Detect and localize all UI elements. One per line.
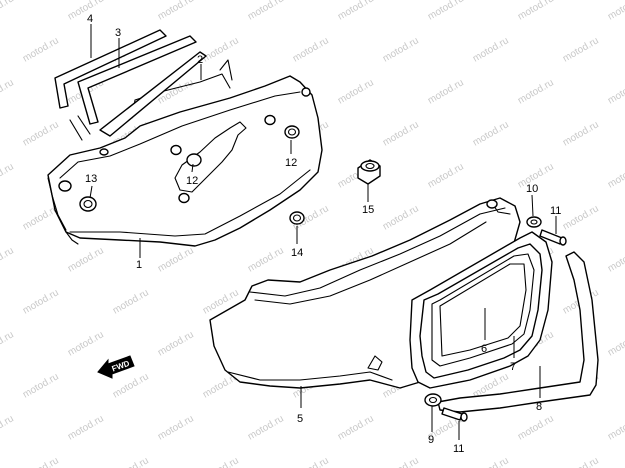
- watermark-text: motod.ru: [561, 35, 601, 64]
- watermark-text: motod.ru: [0, 77, 16, 106]
- callout-15: 15: [362, 204, 374, 216]
- watermark-text: motod.ru: [201, 455, 241, 468]
- callout-5: 5: [297, 413, 303, 425]
- grommet-15: [357, 159, 381, 185]
- watermark-text: motod.ru: [381, 203, 421, 232]
- watermark-text: motod.ru: [606, 77, 625, 106]
- callout-10: 10: [526, 183, 538, 195]
- watermark-text: motod.ru: [561, 119, 601, 148]
- leader-lines: [89, 24, 557, 440]
- watermark-text: motod.ru: [21, 371, 61, 400]
- callout-12-right: 12: [285, 157, 297, 169]
- callout-7: 7: [510, 361, 516, 373]
- trim-frame-6: [431, 253, 535, 367]
- emblem-strip-3: [77, 35, 197, 125]
- bolt-11-upper: [539, 229, 567, 246]
- callout-11-lower: 11: [453, 443, 464, 455]
- watermark-text: motod.ru: [66, 0, 106, 23]
- watermark-text: motod.ru: [471, 35, 511, 64]
- watermark-text: motod.ru: [156, 413, 196, 442]
- callout-labels: 1 2 3 4 5 6 7 8 9 10 11 11 12 12 13 14 1…: [85, 13, 561, 455]
- callout-9: 9: [428, 434, 434, 446]
- watermark-text: motod.ru: [66, 245, 106, 274]
- callout-14: 14: [291, 247, 303, 259]
- watermark-text: motod.ru: [516, 0, 556, 23]
- watermark-text: motod.ru: [111, 287, 151, 316]
- washer-9: [424, 393, 442, 407]
- callout-3: 3: [115, 27, 121, 39]
- watermark-text: motod.ru: [156, 329, 196, 358]
- callout-1: 1: [136, 259, 142, 271]
- forward-direction-arrow: FWD: [97, 355, 135, 379]
- watermark-text: motod.ru: [66, 413, 106, 442]
- watermark-text: motod.ru: [471, 119, 511, 148]
- watermark-text: motod.ru: [111, 371, 151, 400]
- watermark-text: motod.ru: [156, 0, 196, 23]
- watermark-text: motod.ru: [21, 455, 61, 468]
- left-side-cover: [47, 59, 323, 247]
- callout-12-center: 12: [186, 175, 198, 187]
- watermark-text: motod.ru: [21, 119, 61, 148]
- watermark-text: motod.ru: [0, 161, 16, 190]
- callout-11-upper: 11: [550, 205, 561, 217]
- watermark-text: motod.ru: [336, 413, 376, 442]
- watermark-text: motod.ru: [606, 161, 625, 190]
- bolt-11-lower: [441, 407, 468, 422]
- watermark-text: motod.ru: [606, 413, 625, 442]
- watermark-text: motod.ru: [426, 77, 466, 106]
- emblem-strip-4: [54, 29, 167, 109]
- watermark-text: motod.ru: [156, 245, 196, 274]
- watermark-text: motod.ru: [606, 245, 625, 274]
- watermark-text: motod.ru: [0, 245, 16, 274]
- watermark-text: motod.ru: [0, 413, 16, 442]
- watermark-text: motod.ru: [606, 329, 625, 358]
- washer-10: [526, 216, 542, 228]
- callout-8: 8: [536, 401, 542, 413]
- watermark-text: motod.ru: [471, 455, 511, 468]
- watermark-text: motod.ru: [201, 35, 241, 64]
- watermark-text: motod.ru: [336, 0, 376, 23]
- watermark-text: motod.ru: [246, 245, 286, 274]
- watermark-text: motod.ru: [561, 203, 601, 232]
- grommet-14: [289, 211, 305, 225]
- callout-13: 13: [85, 173, 97, 185]
- watermark-text: motod.ru: [561, 455, 601, 468]
- watermark-text: motod.ru: [606, 0, 625, 23]
- watermark-text: motod.ru: [246, 0, 286, 23]
- watermark-text: motod.ru: [291, 455, 331, 468]
- watermark-text: motod.ru: [111, 455, 151, 468]
- watermark-text: motod.ru: [336, 77, 376, 106]
- watermark-text: motod.ru: [426, 0, 466, 23]
- watermark-text: motod.ru: [0, 0, 16, 23]
- callout-4: 4: [87, 13, 93, 25]
- watermark-text: motod.ru: [246, 413, 286, 442]
- watermark-text: motod.ru: [381, 119, 421, 148]
- watermark-text: motod.ru: [516, 77, 556, 106]
- watermark-text: motod.ru: [516, 413, 556, 442]
- callout-6: 6: [481, 343, 487, 355]
- watermark-text: motod.ru: [291, 35, 331, 64]
- watermark-text: motod.ru: [66, 329, 106, 358]
- callout-2: 2: [197, 54, 203, 66]
- watermark-text: motod.ru: [21, 35, 61, 64]
- watermark-text: motod.ru: [0, 329, 16, 358]
- watermark-text: motod.ru: [381, 35, 421, 64]
- watermark-text: motod.ru: [21, 287, 61, 316]
- watermark-text: motod.ru: [381, 455, 421, 468]
- emblem-strip-2: [69, 51, 207, 141]
- watermark-text: motod.ru: [426, 161, 466, 190]
